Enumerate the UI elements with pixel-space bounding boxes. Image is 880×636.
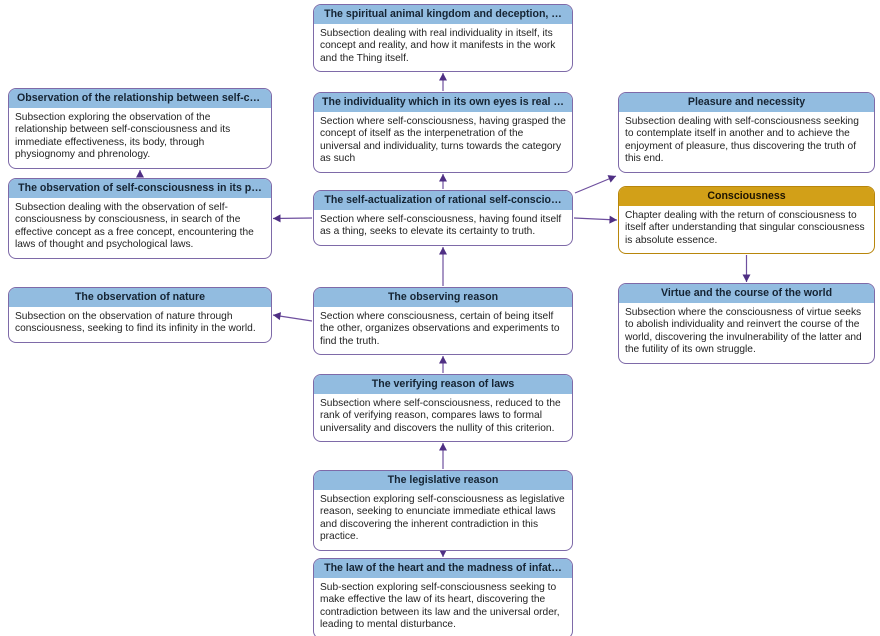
node-title: The legislative reason — [314, 471, 572, 490]
node-body: Subsection dealing with real individuali… — [320, 28, 556, 64]
node-body: Section where consciousness, certain of … — [320, 311, 560, 347]
node-observing-reason[interactable]: The observing reason Section where consc… — [313, 287, 573, 356]
node-body: Subsection where self-consciousness, red… — [320, 398, 561, 434]
node-body: Subsection on the observation of nature … — [15, 311, 256, 335]
node-body: Chapter dealing with the return of consc… — [625, 210, 865, 246]
arrow-self_actualization-to-obs_self_consciousness — [272, 214, 313, 223]
arrow-self_actualization-to-consciousness — [573, 215, 618, 224]
node-observation-of-self-consciousness[interactable]: The observation of self-consciousness in… — [8, 178, 272, 259]
node-spiritual-animal-kingdom[interactable]: The spiritual animal kingdom and decepti… — [313, 4, 573, 73]
node-title: Observation of the relationship between … — [9, 89, 271, 108]
node-title: The verifying reason of laws — [314, 375, 572, 394]
node-title: The observation of self-consciousness in… — [9, 179, 271, 198]
node-observation-of-nature[interactable]: The observation of nature Subsection on … — [8, 287, 272, 343]
node-pleasure-and-necessity[interactable]: Pleasure and necessity Subsection dealin… — [618, 92, 875, 173]
node-law-of-the-heart[interactable]: The law of the heart and the madness of … — [313, 558, 573, 636]
node-virtue-course-of-world[interactable]: Virtue and the course of the world Subse… — [618, 283, 875, 364]
node-body: Sub-section exploring self-consciousness… — [320, 582, 560, 631]
node-body: Subsection dealing with self-consciousne… — [625, 116, 859, 165]
node-title: Virtue and the course of the world — [619, 284, 874, 303]
node-title: The individuality which in its own eyes … — [314, 93, 572, 112]
node-title: Pleasure and necessity — [619, 93, 874, 112]
node-title: The observing reason — [314, 288, 572, 307]
node-title: The observation of nature — [9, 288, 271, 307]
node-body: Section where self-consciousness, having… — [320, 214, 562, 238]
node-title: The spiritual animal kingdom and decepti… — [314, 5, 572, 24]
node-body: Section where self-consciousness, having… — [320, 116, 566, 165]
node-body: Subsection dealing with the observation … — [15, 202, 254, 251]
node-legislative-reason[interactable]: The legislative reason Subsection explor… — [313, 470, 573, 551]
node-individuality-real[interactable]: The individuality which in its own eyes … — [313, 92, 573, 173]
node-observation-of-relationship[interactable]: Observation of the relationship between … — [8, 88, 272, 169]
node-consciousness[interactable]: Consciousness Chapter dealing with the r… — [618, 186, 875, 255]
node-body: Subsection exploring self-consciousness … — [320, 494, 565, 543]
node-title: The self-actualization of rational self-… — [314, 191, 572, 210]
node-title: Consciousness — [619, 187, 874, 206]
arrow-observing_reason-to-obs_nature — [272, 312, 313, 322]
node-body: Subsection exploring the observation of … — [15, 112, 231, 161]
node-body: Subsection where the consciousness of vi… — [625, 307, 862, 356]
node-verifying-reason[interactable]: The verifying reason of laws Subsection … — [313, 374, 573, 443]
arrow-self_actualization-to-pleasure — [574, 175, 617, 194]
node-title: The law of the heart and the madness of … — [314, 559, 572, 578]
node-self-actualization[interactable]: The self-actualization of rational self-… — [313, 190, 573, 246]
